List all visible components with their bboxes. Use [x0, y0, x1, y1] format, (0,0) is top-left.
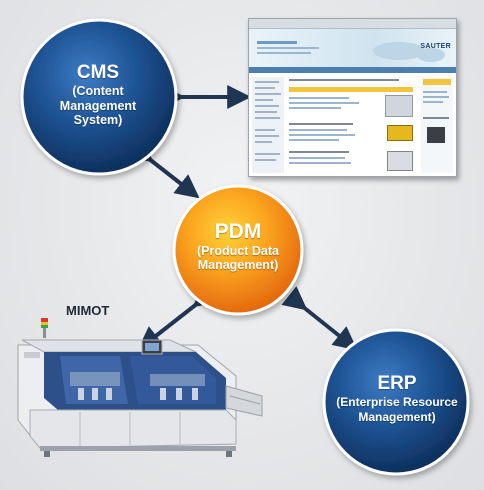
- website-screenshot: SAUTER: [248, 18, 457, 177]
- mimot-label: MIMOT: [66, 303, 110, 318]
- browser-toolbar: [249, 19, 456, 29]
- website-right-column: [421, 77, 453, 173]
- erp-subtitle-line1: (Enterprise Resource: [336, 395, 458, 409]
- erp-subtitle-line2: Management): [358, 409, 436, 424]
- cms-circle: [20, 18, 178, 176]
- arrow-pdm-mimot: [137, 283, 219, 351]
- cms-subtitle-line2: System): [73, 113, 123, 127]
- website-main-content: [289, 77, 417, 173]
- erp-title: ERP: [377, 373, 417, 394]
- erp-circle: [322, 328, 470, 476]
- website-banner: SAUTER: [249, 29, 456, 67]
- cms-node-label: CMS (Content Management System): [35, 62, 161, 128]
- erp-node-label: ERP (Enterprise Resource Management): [327, 373, 467, 424]
- pdm-node-label: PDM (Product Data Management): [176, 220, 300, 272]
- pdm-circle: [172, 184, 304, 316]
- arrow-pdm-erp: [281, 286, 358, 351]
- website-logo: SAUTER: [420, 43, 451, 50]
- pdm-subtitle-line1: (Product Data: [197, 244, 279, 258]
- world-map-graphic: [257, 41, 445, 62]
- pdm-subtitle-line2: Management): [197, 258, 279, 272]
- website-nav-bar: [249, 67, 456, 73]
- arrow-cms-pdm: [127, 138, 200, 199]
- website-sidebar: [252, 77, 284, 173]
- cms-subtitle-line1: (Content Management: [59, 84, 137, 113]
- cms-title: CMS: [76, 62, 120, 83]
- mimot-machine-illustration: [17, 318, 263, 457]
- pdm-title: PDM: [214, 220, 262, 243]
